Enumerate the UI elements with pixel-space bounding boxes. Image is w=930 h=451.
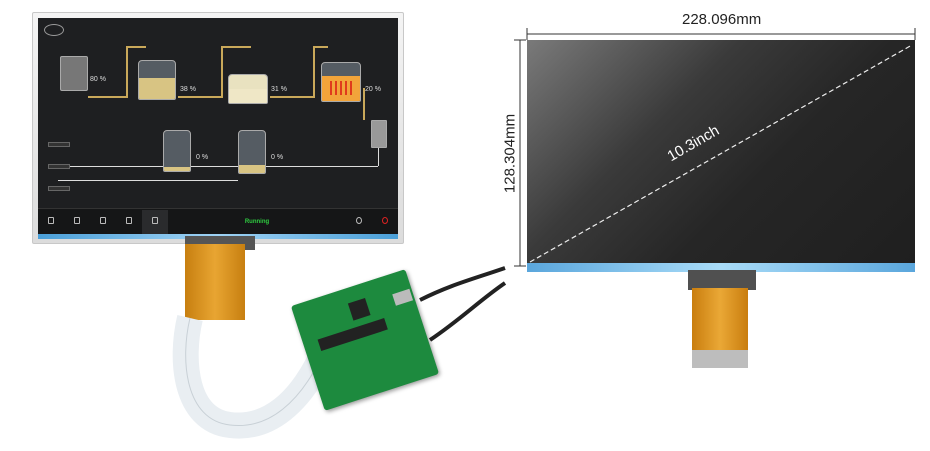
- usb-cable: [419, 266, 506, 302]
- width-label: 228.096mm: [682, 11, 762, 28]
- power-icon: [356, 217, 362, 224]
- analysis-icon: [152, 217, 158, 224]
- brewery-logo: [44, 24, 64, 36]
- hmi-screen: 80 % 38 % 31 % 20 % 0 % 0 % Running: [38, 18, 398, 234]
- flex-cable: [185, 244, 245, 320]
- nav-overview[interactable]: [64, 210, 90, 234]
- nav-analysis[interactable]: [142, 209, 168, 234]
- power-cable: [428, 281, 507, 342]
- nav-process[interactable]: [90, 210, 116, 234]
- height-label: 128.304mm: [501, 113, 519, 194]
- mill-level: 80 %: [90, 76, 106, 83]
- wort-cooler: [371, 120, 387, 148]
- fermenter-2-level: 0 %: [271, 154, 284, 161]
- nav-main[interactable]: [38, 210, 64, 234]
- nav-stop[interactable]: [372, 210, 398, 234]
- mash-tun: [138, 60, 176, 100]
- lauter-tun-level: 31 %: [271, 86, 287, 93]
- backlight-strip-right: [527, 263, 915, 272]
- flex-cable-end: [692, 350, 748, 368]
- panel-connector: [688, 270, 756, 290]
- bottom-nav-bar: Running: [38, 208, 398, 234]
- grain-mill: [60, 56, 88, 91]
- stop-icon: [382, 217, 388, 224]
- boil-kettle-level: 20 %: [365, 86, 381, 93]
- nav-shutdown[interactable]: [346, 210, 372, 234]
- overview-icon: [74, 217, 80, 224]
- mash-tun-level: 38 %: [180, 86, 196, 93]
- mash-icon: [126, 217, 132, 224]
- fermenter-2: [238, 130, 266, 174]
- panel-flex-cable: [692, 288, 748, 350]
- boil-kettle: [321, 62, 361, 102]
- fermenter-1: [163, 130, 191, 172]
- heating-icon: [330, 81, 354, 95]
- nav-mash[interactable]: [116, 210, 142, 234]
- lauter-tun: [228, 74, 268, 104]
- status-running: Running: [244, 218, 270, 225]
- fermenter-1-level: 0 %: [196, 154, 209, 161]
- process-icon: [100, 217, 106, 224]
- home-icon: [48, 217, 54, 224]
